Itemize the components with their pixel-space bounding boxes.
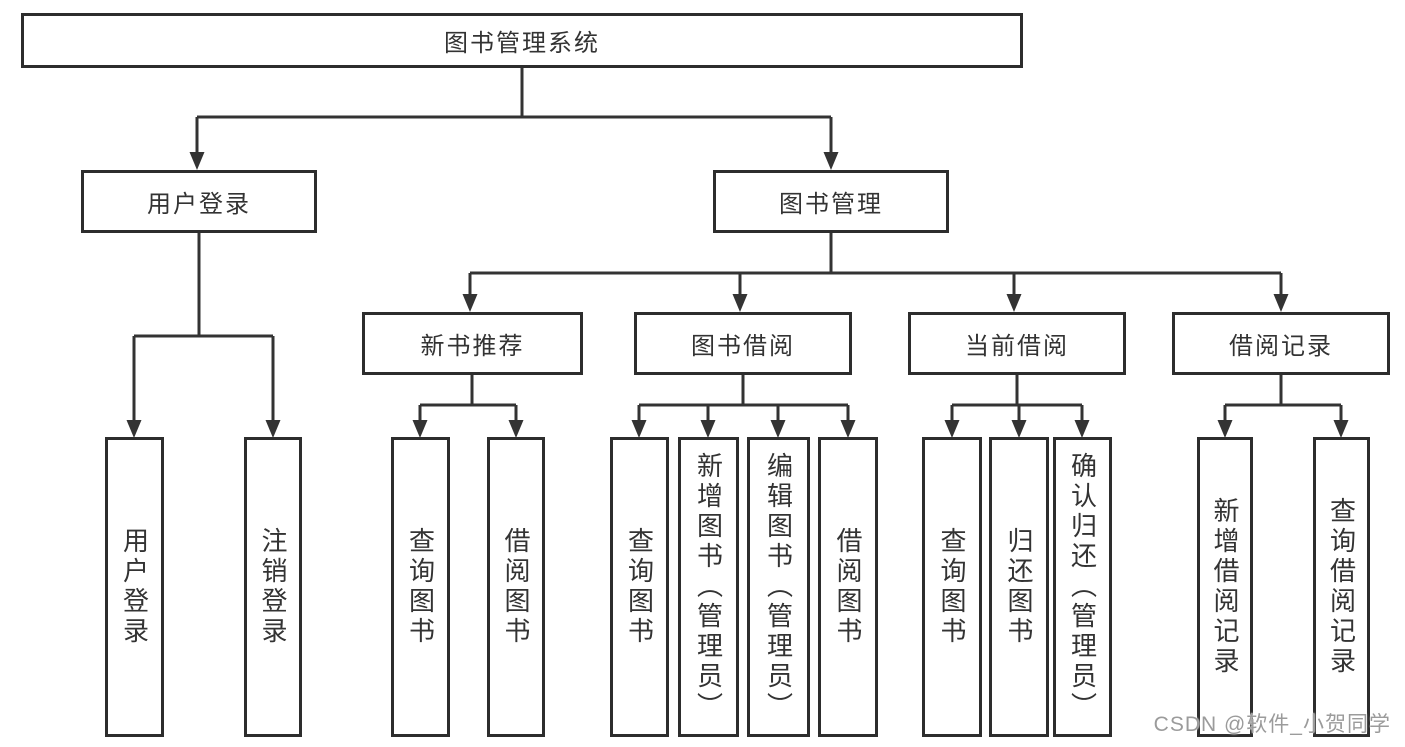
node-add-book-admin: 新增图书（管理员） <box>678 437 739 737</box>
leaf-label: 查询图书 <box>937 527 967 647</box>
leaf-label: 查询借阅记录 <box>1326 497 1357 677</box>
node-borrow-records: 借阅记录 <box>1172 312 1390 375</box>
node-logout: 注销登录 <box>244 437 302 737</box>
node-borrow-books-recommend: 借阅图书 <box>487 437 545 737</box>
node-add-borrow-record: 新增借阅记录 <box>1197 437 1253 737</box>
node-user-login-branch: 用户登录 <box>81 170 317 233</box>
leaf-label: 查询图书 <box>624 527 655 647</box>
node-query-books-borrow: 查询图书 <box>610 437 669 737</box>
node-borrow-books-leaf: 借阅图书 <box>818 437 878 737</box>
leaf-label: 确认归还（管理员） <box>1067 452 1098 722</box>
leaf-label: 新增借阅记录 <box>1210 497 1240 677</box>
node-new-book-recommend: 新书推荐 <box>362 312 583 375</box>
leaf-label: 新增图书（管理员） <box>693 452 724 722</box>
leaf-label: 归还图书 <box>1004 527 1034 647</box>
node-confirm-return-admin: 确认归还（管理员） <box>1053 437 1112 737</box>
leaf-label: 注销登录 <box>258 527 288 647</box>
node-root: 图书管理系统 <box>21 13 1023 68</box>
leaf-label: 编辑图书（管理员） <box>763 452 794 722</box>
leaf-label: 用户登录 <box>119 527 150 647</box>
arrowheads <box>126 152 1349 438</box>
leaf-label: 借阅图书 <box>833 527 863 647</box>
leaf-label: 查询图书 <box>405 527 436 647</box>
node-book-borrow: 图书借阅 <box>634 312 852 375</box>
leaf-label: 借阅图书 <box>501 527 531 647</box>
node-edit-book-admin: 编辑图书（管理员） <box>747 437 810 737</box>
node-query-borrow-record: 查询借阅记录 <box>1313 437 1370 737</box>
node-book-management: 图书管理 <box>713 170 949 233</box>
node-user-login-leaf: 用户登录 <box>105 437 164 737</box>
node-return-book: 归还图书 <box>989 437 1049 737</box>
node-query-books-recommend: 查询图书 <box>391 437 450 737</box>
node-current-borrow: 当前借阅 <box>908 312 1126 375</box>
csdn-watermark: CSDN @软件_小贺同学 <box>1153 713 1391 736</box>
node-query-books-current: 查询图书 <box>922 437 982 737</box>
